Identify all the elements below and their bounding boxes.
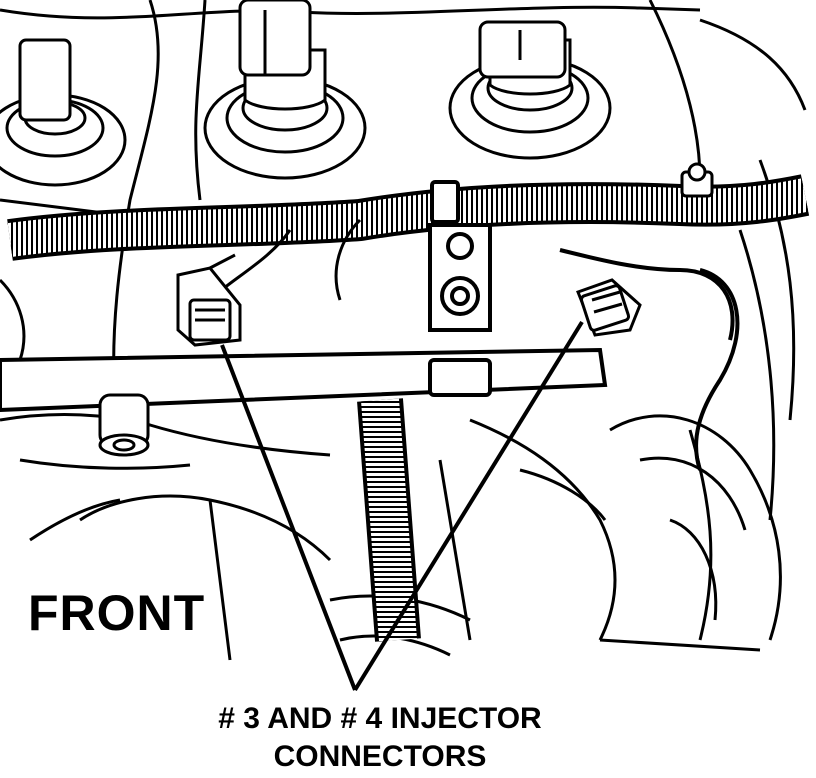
fuel-rail bbox=[0, 347, 608, 413]
callout-label-line-1: # 3 AND # 4 INJECTOR bbox=[218, 702, 542, 735]
corrugated-conduit bbox=[357, 398, 421, 642]
injector-connector-4 bbox=[576, 278, 642, 337]
injector-connector-3 bbox=[176, 253, 242, 347]
ignition-coil-boot-center bbox=[203, 0, 367, 180]
harness-bracket bbox=[428, 180, 492, 332]
ignition-coil-boot-right bbox=[448, 20, 612, 160]
ignition-coil-boot-left bbox=[0, 38, 127, 187]
callout-label-line-2: CONNECTORS bbox=[273, 740, 487, 773]
front-orientation-label: FRONT bbox=[28, 585, 206, 641]
mounting-bolt bbox=[98, 393, 150, 457]
mounting-bolt bbox=[680, 162, 714, 198]
callout-leader-lines bbox=[220, 320, 584, 692]
engine-block-outline bbox=[0, 0, 807, 661]
